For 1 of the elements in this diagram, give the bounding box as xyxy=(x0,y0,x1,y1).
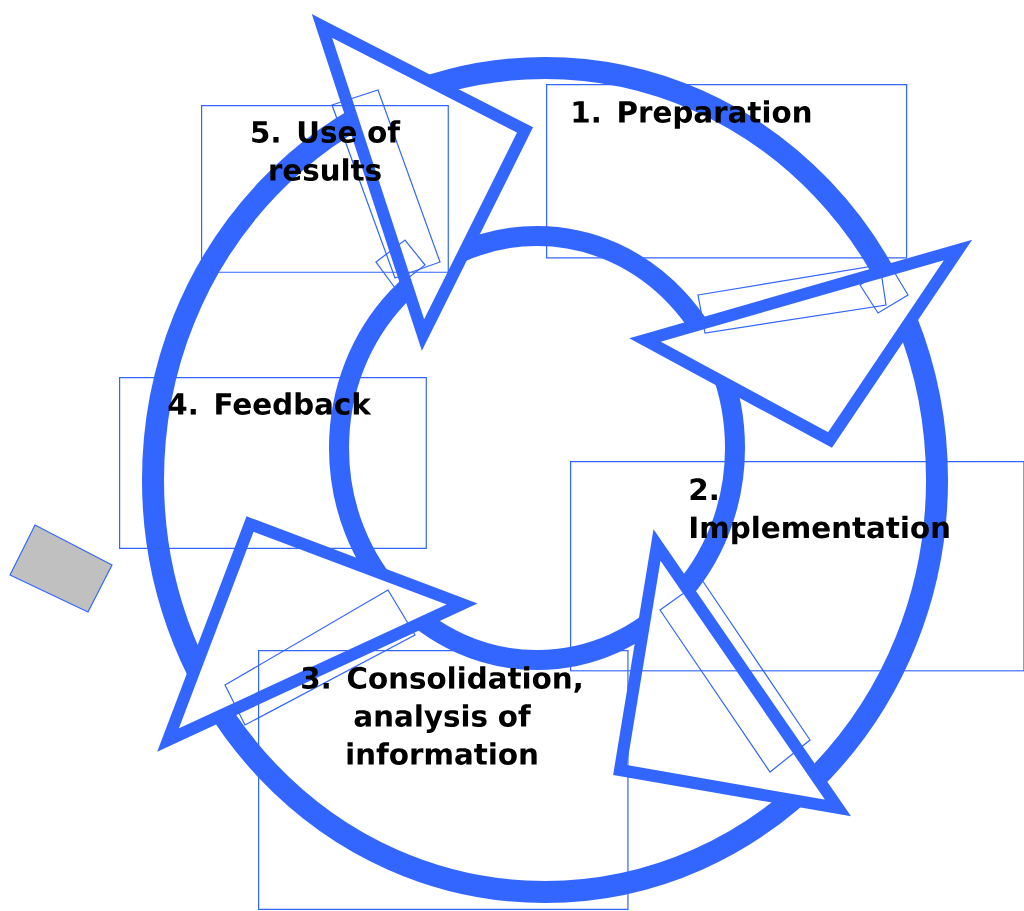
step-box: 3. Consolidation, analysis of information xyxy=(258,650,629,910)
